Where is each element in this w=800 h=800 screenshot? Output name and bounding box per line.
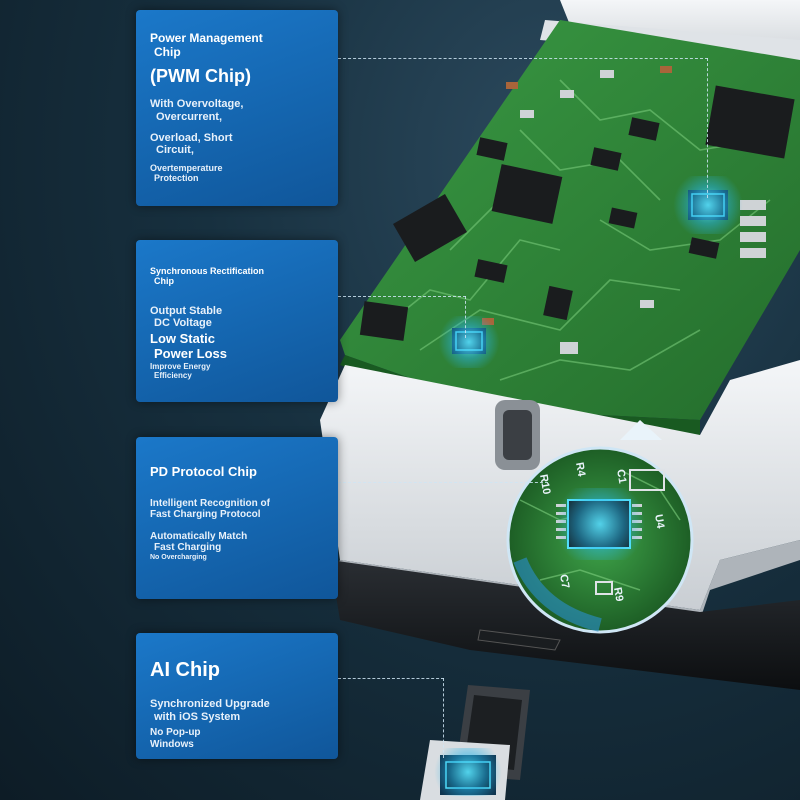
panel-line: Fast Charging	[154, 542, 222, 554]
panel-line: With Overvoltage,	[150, 98, 244, 111]
glow-pwm-chip	[672, 176, 744, 234]
panel-title: AI Chip	[150, 659, 220, 681]
panel-line: No Pop-up	[150, 727, 201, 739]
callout-line-2	[338, 296, 466, 297]
panel-line: Overcurrent,	[156, 110, 223, 123]
panel-ai-chip: AI Chip Synchronized Upgrade with iOS Sy…	[136, 633, 338, 759]
pcb-label-c1: C1	[614, 468, 628, 484]
panel-line: Low Static	[150, 330, 216, 346]
panel-line: Overtemperature	[150, 162, 223, 173]
pcb-label-u4: U4	[652, 513, 666, 530]
glow-pd-chip	[552, 488, 648, 560]
panel-line: Automatically Match	[150, 530, 248, 542]
callout-line-1	[338, 58, 708, 59]
panel-line: Improve Energy	[150, 361, 211, 371]
panel-line: Output Stable	[150, 304, 223, 317]
panel-line: with iOS System	[154, 710, 241, 723]
panel-line: Circuit,	[156, 144, 194, 157]
callout-line-3	[338, 482, 548, 483]
panel-line: Intelligent Recognition of	[150, 497, 270, 509]
panel-pwm-chip: Power Management Chip (PWM Chip) With Ov…	[136, 10, 338, 206]
panel-line: Protection	[154, 173, 199, 184]
callout-vline-4	[443, 678, 444, 758]
glow-ai-chip	[430, 748, 506, 796]
panel-synchronous-rectification-chip: Synchronous Rectification Chip Output St…	[136, 240, 338, 402]
panel-subtitle: (PWM Chip)	[150, 65, 251, 86]
panel-pd-protocol-chip: PD Protocol Chip Intelligent Recognition…	[136, 437, 338, 599]
pcb-label-r10: R10	[537, 473, 552, 495]
panel-title: Chip	[154, 276, 174, 287]
panel-line: Windows	[150, 738, 194, 750]
callout-vline-2	[465, 296, 466, 338]
panel-title: Synchronous Rectification	[150, 266, 265, 276]
callout-vline-1	[707, 58, 708, 198]
pcb-label-r9: R9	[611, 586, 625, 602]
pcb-label-r4: R4	[573, 461, 587, 478]
panel-title: PD Protocol Chip	[150, 464, 257, 479]
panel-line: DC Voltage	[154, 317, 212, 330]
glow-rectification-chip	[438, 316, 500, 368]
panel-title: Chip	[154, 44, 181, 59]
panel-line: Efficiency	[154, 371, 192, 381]
panel-line: Synchronized Upgrade	[150, 698, 270, 710]
panel-line: Overload, Short	[150, 131, 233, 144]
panel-line: No Overcharging	[150, 553, 207, 561]
panel-title: Power Management	[150, 31, 263, 45]
panel-line: Fast Charging Protocol	[150, 509, 261, 521]
callout-line-4	[338, 678, 444, 679]
pcb-label-c7: C7	[557, 573, 571, 589]
panel-line: Power Loss	[154, 345, 227, 361]
